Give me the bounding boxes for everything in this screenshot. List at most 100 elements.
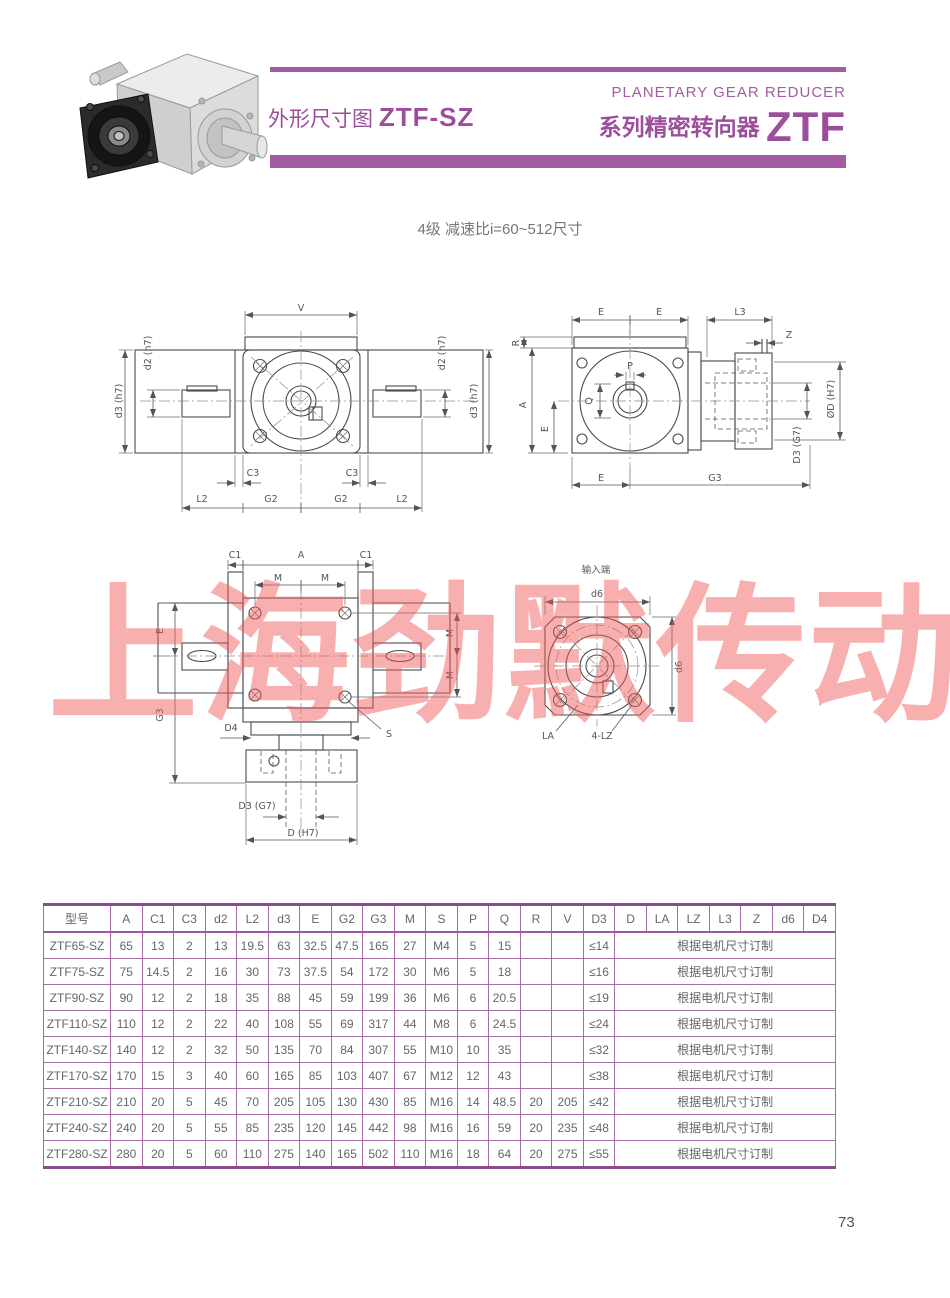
table-cell: 20 [141,1088,175,1115]
series-title-model: ZTF [766,103,846,150]
page-title-cn: 外形尺寸图 [268,108,373,131]
column-header: D4 [803,904,836,933]
table-cell: 170 [110,1062,143,1089]
note-cell: 根据电机尺寸订制 [614,1010,836,1037]
table-cell: ≤24 [582,1010,616,1037]
table-cell: 48.5 [488,1088,521,1115]
table-cell: 280 [110,1140,143,1168]
dimension-label: C3 [247,468,260,479]
table-cell: 13 [141,931,175,959]
table-cell: 70 [299,1036,332,1063]
column-header: S [425,904,458,933]
dimension-label: G2 [264,494,277,505]
table-cell: M16 [425,1088,458,1115]
column-header: 型号 [42,904,112,933]
table-cell: 70 [236,1088,269,1115]
table-cell: 6 [456,1010,490,1037]
column-header: LZ [677,904,710,933]
series-title: 系列精密转向器 ZTF [400,103,846,151]
table-cell: 145 [330,1114,364,1141]
table-cell: 317 [362,1010,395,1037]
dimension-label: M [445,629,456,637]
model-cell: ZTF170-SZ [42,1062,112,1089]
table-cell: 85 [299,1062,332,1089]
table-cell: 2 [173,958,206,985]
table-cell: 20 [141,1114,175,1141]
table-cell: 16 [204,958,238,985]
table-cell: 35 [488,1036,521,1063]
table-cell: 16 [456,1114,490,1141]
dimension-label: L2 [396,494,407,505]
column-header: D3 [582,904,616,933]
table-cell: 22 [204,1010,238,1037]
table-cell: ≤19 [582,984,616,1011]
table-cell: ≤42 [582,1088,616,1115]
dimension-label: G3 [155,708,166,721]
table-cell: 20.5 [488,984,521,1011]
table-cell: 12 [141,1010,175,1037]
table-cell: 205 [267,1088,301,1115]
table-cell [551,1036,584,1063]
dimension-label: P [627,361,633,372]
table-cell: 240 [110,1114,143,1141]
dimension-label: D4 [224,723,237,734]
dimension-label: E [656,307,662,318]
dimension-label: M [445,671,456,679]
table-cell: 65 [110,931,143,959]
model-cell: ZTF110-SZ [42,1010,112,1037]
table-cell: 19.5 [236,931,269,959]
table-cell: 105 [299,1088,332,1115]
table-cell: 235 [267,1114,301,1141]
table-cell: 64 [488,1140,521,1168]
model-cell: ZTF65-SZ [42,931,112,959]
table-cell: 18 [488,958,521,985]
table-cell: 24.5 [488,1010,521,1037]
table-cell: 98 [393,1114,427,1141]
table-cell [551,984,584,1011]
model-cell: ZTF140-SZ [42,1036,112,1063]
dimension-label: S [386,729,392,740]
table-cell: 103 [330,1062,364,1089]
dimension-label: A [298,550,305,561]
table-cell: 18 [456,1140,490,1168]
table-cell: 67 [393,1062,427,1089]
table-cell: 85 [393,1088,427,1115]
table-cell [519,1062,553,1089]
dimension-label: d3 (h7) [469,384,480,419]
table-cell: ≤14 [582,931,616,959]
table-cell: 13 [204,931,238,959]
dimension-label: D3 (G7) [792,426,803,463]
table-cell: M16 [425,1140,458,1168]
table-cell: 14 [456,1088,490,1115]
header-rule-bottom [270,155,846,168]
note-cell: 根据电机尺寸订制 [614,1140,836,1168]
column-header: LA [645,904,679,933]
table-cell: 110 [393,1140,427,1168]
table-cell: 18 [204,984,238,1011]
column-header: G3 [362,904,395,933]
column-header: D [614,904,647,933]
column-header: Z [740,904,773,933]
table-cell [519,931,553,959]
column-header: Q [488,904,521,933]
table-cell: 50 [236,1036,269,1063]
table-cell: 47.5 [330,931,364,959]
table-cell [551,1010,584,1037]
column-header: d6 [771,904,805,933]
table-cell: 27 [393,931,427,959]
dimension-label: G2 [334,494,347,505]
table-cell: M6 [425,958,458,985]
brand-en: PLANETARY GEAR REDUCER [611,84,846,101]
table-cell: 30 [236,958,269,985]
table-cell: 110 [236,1140,269,1168]
table-cell: 275 [267,1140,301,1168]
dimension-label: d3 (h7) [114,384,125,419]
dimension-label: d6 [591,589,603,600]
table-cell: 110 [110,1010,143,1037]
table-cell: M6 [425,984,458,1011]
